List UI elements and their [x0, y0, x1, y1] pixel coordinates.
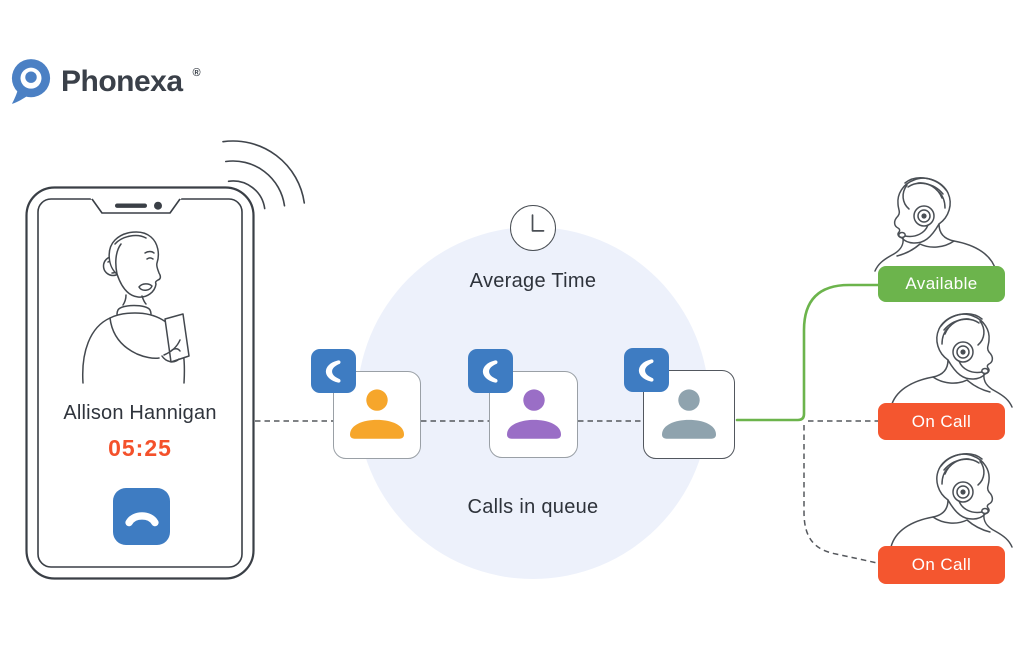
call-timer: 05:25: [108, 435, 172, 461]
person-icon: [350, 389, 404, 439]
agent-sketch-3: [890, 453, 1013, 548]
phone-badge-2: [468, 349, 513, 393]
green-connector: [735, 283, 880, 422]
status-badge-oncall-2: On Call: [878, 546, 1005, 584]
calls-in-queue-label: Calls in queue: [467, 496, 599, 518]
clock-icon: [510, 205, 556, 251]
status-badge-oncall-1: On Call: [878, 403, 1005, 440]
status-label: Available: [905, 274, 978, 293]
brand-text: Phonexa: [61, 64, 183, 98]
status-badge-available: Available: [878, 266, 1005, 302]
caller-woman-sketch: [81, 231, 190, 384]
status-label: On Call: [911, 411, 972, 431]
phonexa-logo: Phonexa ®: [10, 58, 201, 105]
phone-handset-icon: [638, 358, 654, 382]
camera-dot: [154, 201, 162, 210]
person-icon: [662, 388, 716, 439]
phone-badge-3: [624, 348, 669, 392]
phone-notch: [91, 198, 181, 214]
dashed-connector: [803, 425, 878, 564]
caller-name: Allison Hannigan: [63, 402, 217, 424]
hangup-button[interactable]: [113, 488, 170, 545]
average-time-label: Average Time: [469, 270, 597, 292]
agent-sketch-1: [874, 177, 997, 272]
agent-sketch-2: [890, 313, 1013, 408]
phone-handset-icon: [325, 359, 341, 383]
trademark-symbol: ®: [192, 66, 201, 79]
person-icon: [506, 388, 561, 439]
phone-handset-icon: [482, 359, 498, 383]
speaker-slot: [115, 203, 147, 208]
phone-frame: [25, 186, 255, 580]
status-label: On Call: [911, 555, 972, 574]
phone-badge-1: [311, 349, 356, 393]
caller-phone: Allison Hannigan 05:25: [25, 186, 255, 580]
hangup-handset-icon: [124, 511, 159, 526]
phonexa-pin-logo-icon: [11, 59, 51, 104]
